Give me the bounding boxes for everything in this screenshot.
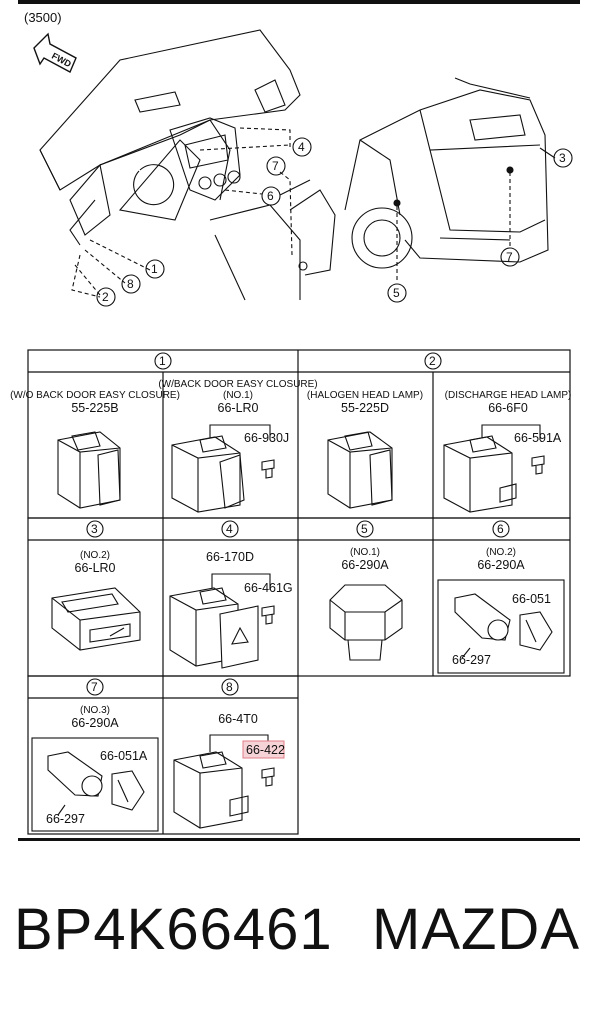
parts-diagram: FWD	[10, 29, 573, 835]
callout-7a: 7	[266, 156, 286, 176]
callout-2: 2	[96, 287, 116, 307]
switch-icon	[57, 431, 121, 509]
switch-icon	[173, 751, 249, 829]
switch-icon	[327, 431, 393, 509]
callout-4: 4	[292, 137, 312, 157]
group-header-8: 8	[221, 678, 239, 696]
callout-7b: 7	[500, 247, 520, 267]
cell-66-290A-no1: (NO.1) 66-290A	[329, 547, 403, 661]
svg-text:5: 5	[361, 522, 368, 536]
switch-icon	[51, 587, 141, 651]
svg-text:(HALOGEN HEAD LAMP): (HALOGEN HEAD LAMP)	[307, 390, 423, 401]
svg-text:66-051: 66-051	[512, 592, 551, 606]
svg-text:1: 1	[159, 354, 166, 368]
svg-text:(DISCHARGE HEAD LAMP): (DISCHARGE HEAD LAMP)	[445, 390, 572, 401]
cell-55-225B: (W/O BACK DOOR EASY CLOSURE) 55-225B	[10, 390, 180, 509]
svg-text:66-591A: 66-591A	[514, 431, 562, 445]
group-header-7: 7	[86, 678, 104, 696]
cell-55-225D: (HALOGEN HEAD LAMP) 55-225D	[307, 390, 423, 509]
diagram-ref-code: (3500)	[24, 10, 62, 25]
svg-text:4: 4	[298, 140, 305, 154]
svg-text:55-225D: 55-225D	[341, 401, 389, 415]
dashboard-illustration	[39, 29, 336, 301]
svg-text:(NO.2): (NO.2)	[486, 547, 516, 558]
highlight-66-422	[242, 740, 285, 759]
cell-66-290A-no3: (NO.3) 66-290A 66-051A 66-297	[31, 705, 159, 832]
svg-text:2: 2	[429, 354, 436, 368]
group-header-1: 1	[154, 352, 172, 370]
callout-1: 1	[145, 259, 165, 279]
fwd-arrow-icon: FWD	[33, 32, 77, 73]
cell-66-LR0-no2: (NO.2) 66-LR0	[51, 550, 141, 651]
svg-text:66-297: 66-297	[452, 653, 491, 667]
group-header-2: 2	[424, 352, 442, 370]
cell-66-4T0: 66-4T0 66-422	[173, 712, 285, 829]
svg-text:(NO.1): (NO.1)	[223, 390, 253, 401]
svg-text:6: 6	[267, 189, 274, 203]
group-header-6: 6	[492, 520, 510, 538]
svg-text:4: 4	[226, 522, 233, 536]
svg-text:1: 1	[151, 262, 158, 276]
socket-icon	[329, 584, 403, 661]
svg-text:(W/O BACK DOOR EASY CLOSURE): (W/O BACK DOOR EASY CLOSURE)	[10, 390, 180, 401]
svg-text:55-225B: 55-225B	[71, 401, 118, 415]
cell-66-LR0-no1: (W/BACK DOOR EASY CLOSURE) (NO.1) 66-LR0…	[158, 379, 318, 513]
vehicle-illustration	[344, 77, 556, 283]
svg-text:66-930J: 66-930J	[244, 431, 289, 445]
svg-text:6: 6	[497, 522, 504, 536]
switch-icon	[171, 435, 245, 513]
callout-6: 6	[261, 186, 281, 206]
switch-icon	[443, 435, 517, 513]
svg-text:2: 2	[102, 290, 109, 304]
parts-table	[27, 349, 571, 835]
svg-text:3: 3	[91, 522, 98, 536]
cell-66-6F0: (DISCHARGE HEAD LAMP) 66-6F0 66-591A	[443, 390, 572, 513]
svg-text:66-297: 66-297	[46, 812, 85, 826]
callout-3: 3	[553, 148, 573, 168]
svg-text:66-422: 66-422	[246, 743, 285, 757]
switch-icon	[169, 587, 259, 669]
group-header-5: 5	[356, 520, 374, 538]
svg-text:66-290A: 66-290A	[477, 558, 525, 572]
screw-icon	[261, 459, 275, 479]
svg-text:(NO.2): (NO.2)	[80, 550, 110, 561]
svg-text:8: 8	[226, 680, 233, 694]
svg-text:66-170D: 66-170D	[206, 550, 254, 564]
cell-66-290A-no2: (NO.2) 66-290A 66-051 66-297	[437, 547, 565, 674]
callout-5: 5	[387, 283, 407, 303]
screw-icon	[261, 605, 275, 625]
screw-icon	[261, 767, 275, 787]
group-header-3: 3	[86, 520, 104, 538]
svg-text:66-461G: 66-461G	[244, 581, 293, 595]
part-number: BP4K66461	[14, 897, 333, 962]
svg-text:8: 8	[127, 277, 134, 291]
bottom-rule	[18, 838, 580, 841]
svg-text:66-290A: 66-290A	[71, 716, 119, 730]
screw-icon	[531, 455, 545, 475]
svg-text:66-LR0: 66-LR0	[75, 561, 116, 575]
callout-8: 8	[121, 274, 141, 294]
socket-icon	[47, 751, 145, 816]
svg-text:3: 3	[559, 151, 566, 165]
cell-66-170D: 66-170D 66-461G	[169, 550, 293, 669]
svg-text:66-4T0: 66-4T0	[218, 712, 258, 726]
svg-text:66-051A: 66-051A	[100, 749, 148, 763]
svg-text:7: 7	[272, 159, 279, 173]
svg-text:(NO.3): (NO.3)	[80, 705, 110, 716]
svg-text:(W/BACK DOOR EASY CLOSURE): (W/BACK DOOR EASY CLOSURE)	[158, 379, 317, 390]
svg-text:7: 7	[91, 680, 98, 694]
svg-text:66-LR0: 66-LR0	[218, 401, 259, 415]
brand-name: MAZDA	[372, 897, 580, 962]
socket-icon	[454, 593, 553, 659]
svg-text:66-290A: 66-290A	[341, 558, 389, 572]
svg-text:66-6F0: 66-6F0	[488, 401, 528, 415]
svg-text:5: 5	[393, 286, 400, 300]
group-header-4: 4	[221, 520, 239, 538]
svg-text:7: 7	[506, 250, 513, 264]
svg-text:(NO.1): (NO.1)	[350, 547, 380, 558]
top-rule	[18, 0, 580, 4]
